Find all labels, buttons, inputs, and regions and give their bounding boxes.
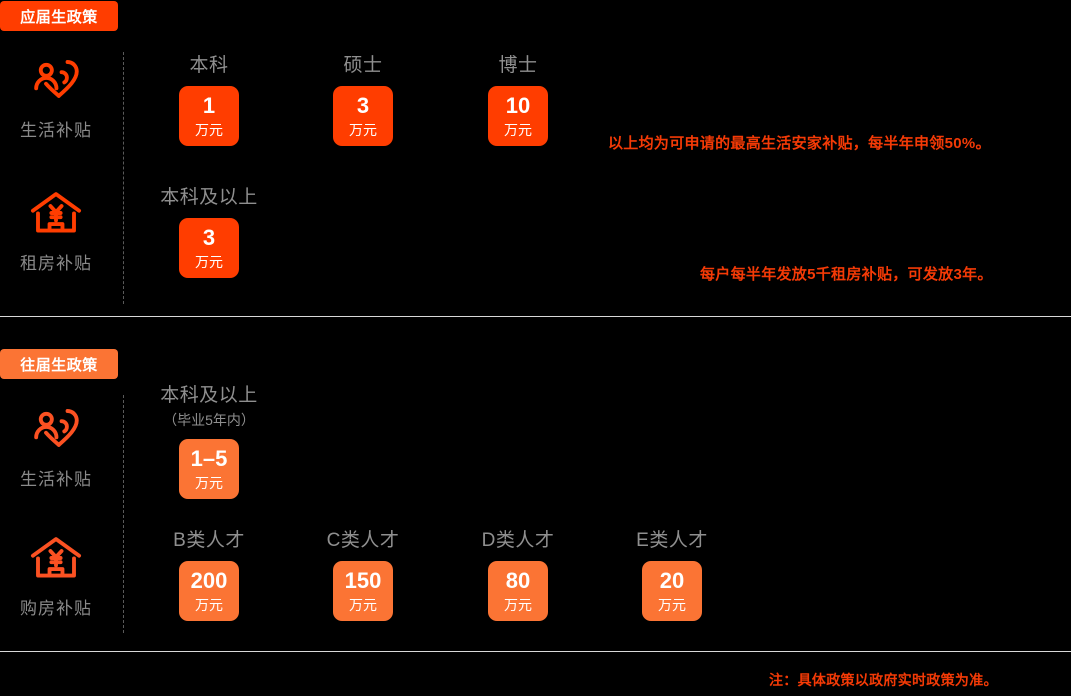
benefit-unit: 万元 (504, 121, 532, 138)
benefit-unit: 万元 (504, 596, 532, 613)
row-caption: 生活补贴 (20, 121, 92, 140)
benefit-amount: 20 (659, 567, 685, 593)
benefit-amount-chip: 20 万元 (642, 560, 702, 621)
note-rent-subsidy-fresh: 每户每半年发放5千租房补贴，可发放3年。 (700, 266, 993, 283)
section-tag-fresh-graduate: 应届生政策 (0, 1, 118, 31)
benefit-amount: 3 (202, 224, 216, 250)
family-heart-icon (26, 405, 86, 453)
benefit-label: 本科 (189, 55, 229, 76)
family-heart-icon (26, 56, 86, 104)
section-tag-previous-graduate: 往届生政策 (0, 349, 118, 379)
benefit-amount: 1–5 (190, 445, 228, 471)
benefit-item-talent-e[interactable]: E类人才 20 万元 (607, 530, 737, 621)
footnote-divider (0, 651, 1071, 652)
benefit-amount-chip: 80 万元 (488, 560, 548, 621)
benefit-amount-chip: 3 万元 (333, 85, 393, 146)
row-caption: 租房补贴 (20, 254, 92, 273)
benefit-item-bachelor-living[interactable]: 本科 1 万元 (144, 55, 274, 146)
row-head-living-subsidy-previous: 生活补贴 (0, 405, 112, 490)
benefit-amount-chip: 1 万元 (179, 85, 239, 146)
row-caption: 购房补贴 (20, 599, 92, 618)
benefit-item-doctor-living[interactable]: 博士 10 万元 (453, 55, 583, 146)
vertical-dashed-separator (123, 395, 124, 633)
section-divider (0, 316, 1071, 317)
benefit-item-talent-c[interactable]: C类人才 150 万元 (298, 530, 428, 621)
benefit-amount-chip: 1–5 万元 (179, 438, 239, 499)
section-tag-label: 应届生政策 (20, 8, 98, 26)
benefit-unit: 万元 (349, 121, 377, 138)
benefit-label: B类人才 (173, 530, 245, 551)
benefit-amount: 1 (202, 92, 216, 118)
benefit-label: E类人才 (636, 530, 708, 551)
row-head-home-purchase-subsidy: 购房补贴 (0, 534, 112, 619)
benefit-item-master-living[interactable]: 硕士 3 万元 (298, 55, 428, 146)
benefit-item-talent-b[interactable]: B类人才 200 万元 (144, 530, 274, 621)
benefit-amount: 3 (356, 92, 370, 118)
row-caption: 生活补贴 (20, 470, 92, 489)
benefit-label: 本科及以上 (160, 187, 258, 208)
house-yen-icon (26, 534, 86, 582)
benefit-amount-chip: 200 万元 (179, 560, 239, 621)
benefit-amount: 10 (505, 92, 531, 118)
benefit-unit: 万元 (195, 474, 223, 491)
benefit-unit: 万元 (349, 596, 377, 613)
row-head-rent-subsidy-fresh: 租房补贴 (0, 189, 112, 274)
benefit-sublabel: （毕业5年内） (163, 411, 255, 428)
benefit-unit: 万元 (658, 596, 686, 613)
note-living-subsidy-fresh: 以上均为可申请的最高生活安家补贴，每半年申领50%。 (608, 135, 991, 152)
benefit-label: 博士 (498, 55, 538, 76)
benefit-label: 硕士 (343, 55, 383, 76)
benefit-unit: 万元 (195, 253, 223, 270)
benefit-amount: 200 (190, 567, 228, 593)
house-yen-icon (26, 189, 86, 237)
benefit-unit: 万元 (195, 121, 223, 138)
row-head-living-subsidy-fresh: 生活补贴 (0, 56, 112, 141)
benefit-item-talent-d[interactable]: D类人才 80 万元 (453, 530, 583, 621)
footnote: 注：具体政策以政府实时政策为准。 (769, 672, 998, 688)
benefit-amount-chip: 10 万元 (488, 85, 548, 146)
benefit-unit: 万元 (195, 596, 223, 613)
benefit-item-bachelor-plus-living-previous[interactable]: 本科及以上 （毕业5年内） 1–5 万元 (144, 385, 274, 499)
benefit-label: 本科及以上 (160, 385, 258, 406)
section-tag-label: 往届生政策 (20, 356, 98, 374)
benefit-item-bachelor-plus-rent[interactable]: 本科及以上 3 万元 (144, 187, 274, 278)
benefit-label: D类人才 (481, 530, 555, 551)
vertical-dashed-separator (123, 52, 124, 304)
benefit-amount: 80 (505, 567, 531, 593)
benefit-label: C类人才 (326, 530, 400, 551)
benefit-amount-chip: 3 万元 (179, 217, 239, 278)
benefit-amount-chip: 150 万元 (333, 560, 393, 621)
benefit-amount: 150 (344, 567, 382, 593)
